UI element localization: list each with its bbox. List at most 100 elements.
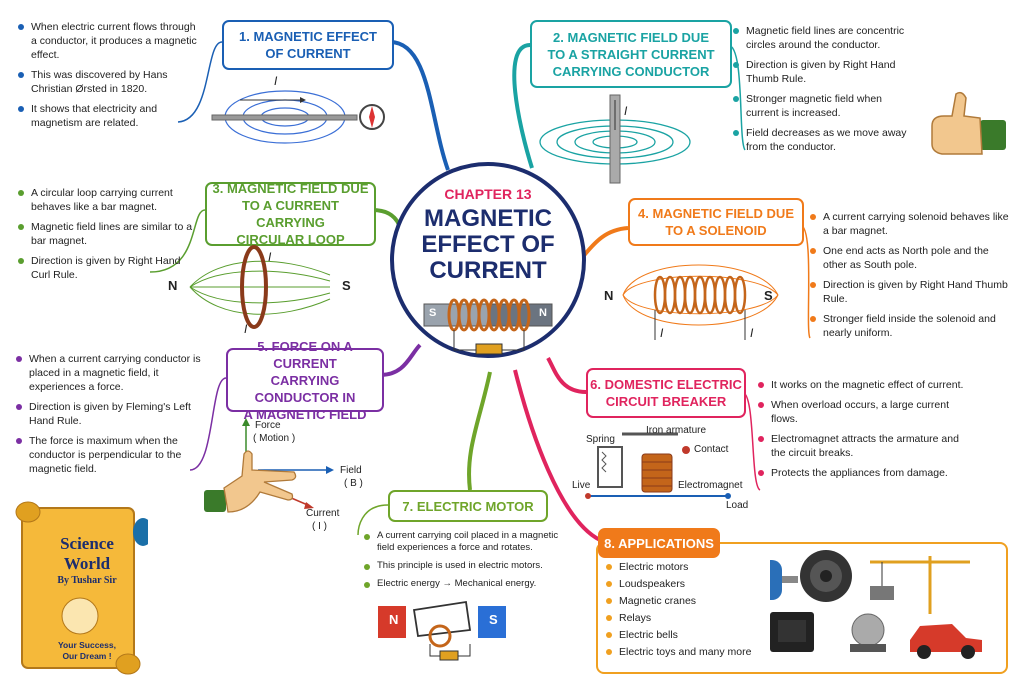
science-world-scroll bbox=[15, 501, 148, 675]
section4-point: One end acts as North pole and the other… bbox=[810, 244, 1010, 272]
section6-point: Protects the appliances from damage. bbox=[758, 466, 968, 480]
section2-points: Magnetic field lines are concentric circ… bbox=[733, 24, 908, 160]
center-pole-s: S bbox=[429, 307, 437, 319]
section4-title-l1: 4. MAGNETIC FIELD DUE bbox=[637, 206, 794, 221]
section1-point: This was discovered by Hans Christian Ør… bbox=[18, 68, 203, 96]
section8-point: Electric motors bbox=[606, 560, 776, 574]
section5-points: When a current carrying conductor is pla… bbox=[16, 352, 218, 482]
section7-point: A current carrying coil placed in a magn… bbox=[364, 530, 564, 554]
section4-point: Stronger field inside the solenoid and n… bbox=[810, 312, 1010, 340]
section3-title-l1: 3. MAGNETIC FIELD DUE bbox=[212, 181, 369, 196]
crane-magnet-icon bbox=[870, 586, 894, 600]
motor-diagram bbox=[378, 600, 506, 661]
section5-point: Direction is given by Fleming's Left Han… bbox=[16, 400, 218, 428]
section2-title-l2: TO A STRAIGHT CURRENT bbox=[547, 46, 715, 62]
section8-point: Relays bbox=[606, 611, 776, 625]
section3-point: A circular loop carrying current behaves… bbox=[18, 186, 198, 214]
center-pole-n: N bbox=[539, 307, 547, 319]
solenoid-diagram bbox=[622, 264, 779, 340]
section6-live: Live bbox=[572, 480, 591, 491]
section5-title-l1: 5. FORCE ON A CURRENT bbox=[257, 338, 353, 371]
scroll-motto-2: Our Dream ! bbox=[62, 651, 112, 661]
section3-point: Direction is given by Right Hand Curl Ru… bbox=[18, 254, 198, 282]
section6-contact: Contact bbox=[694, 444, 729, 455]
section5-current: Current bbox=[306, 508, 340, 519]
fleming-hand-diagram bbox=[204, 418, 334, 513]
motor-s: S bbox=[489, 612, 498, 627]
section5-current-sub: ( I ) bbox=[312, 521, 327, 532]
section8-point: Magnetic cranes bbox=[606, 594, 776, 608]
section4-point: A current carrying solenoid behaves like… bbox=[810, 210, 1010, 238]
straight-conductor-diagram bbox=[539, 94, 691, 184]
section3-title-l3: CIRCULAR LOOP bbox=[236, 232, 345, 247]
section4-n: N bbox=[604, 288, 614, 303]
section4-current-left: I bbox=[660, 326, 664, 340]
section1-title: 1. MAGNETIC EFFECT OF CURRENT bbox=[222, 20, 394, 70]
section5-force: Force bbox=[255, 420, 281, 431]
scroll-author: By Tushar Sir bbox=[57, 575, 117, 586]
scroll-motto-1: Your Success, bbox=[58, 640, 116, 650]
toy-car-icon bbox=[910, 624, 982, 659]
section6-load: Load bbox=[726, 500, 749, 511]
section3-n: N bbox=[168, 278, 178, 293]
section8-title-text: 8. APPLICATIONS bbox=[604, 535, 714, 551]
motor-icon bbox=[770, 560, 798, 600]
section6-spring: Spring bbox=[586, 434, 615, 445]
section4-title: 4. MAGNETIC FIELD DUE TO A SOLENOID bbox=[628, 198, 804, 246]
section6-title-l2: CIRCUIT BREAKER bbox=[605, 394, 727, 409]
chapter-label: CHAPTER 13 bbox=[444, 186, 532, 202]
section6-points: It works on the magnetic effect of curre… bbox=[758, 378, 968, 486]
section3-title-l2: TO A CURRENT CARRYING bbox=[241, 198, 340, 230]
section1-points: When electric current flows through a co… bbox=[18, 20, 203, 136]
section3-point: Magnetic field lines are similar to a ba… bbox=[18, 220, 198, 248]
section1-title-l2: OF CURRENT bbox=[265, 46, 351, 61]
section1-title-l1: 1. MAGNETIC EFFECT bbox=[239, 29, 377, 44]
section8-points: Electric motors Loudspeakers Magnetic cr… bbox=[606, 560, 776, 662]
section3-s: S bbox=[342, 278, 351, 293]
section6-title: 6. DOMESTIC ELECTRIC CIRCUIT BREAKER bbox=[586, 368, 746, 418]
section8-point: Loudspeakers bbox=[606, 577, 776, 591]
scroll-title-1: Science bbox=[60, 534, 114, 553]
section1-point: It shows that electricity and magnetism … bbox=[18, 102, 203, 130]
section5-title-l3: A MAGNETIC FIELD bbox=[243, 406, 367, 422]
section3-current-bottom: I bbox=[244, 322, 248, 336]
section2-point: Direction is given by Right Hand Thumb R… bbox=[733, 58, 908, 86]
section5-title-l2: CARRYING CONDUCTOR IN bbox=[254, 372, 356, 405]
motor-n: N bbox=[389, 612, 399, 627]
section2-point: Stronger magnetic field when current is … bbox=[733, 92, 908, 120]
section7-point: This principle is used in electric motor… bbox=[364, 560, 564, 572]
section2-title-l1: 2. MAGNETIC FIELD DUE bbox=[552, 29, 709, 45]
section7-points: A current carrying coil placed in a magn… bbox=[364, 530, 564, 596]
crane-icon bbox=[870, 556, 970, 614]
section3-points: A circular loop carrying current behaves… bbox=[18, 186, 198, 288]
section4-point: Direction is given by Right Hand Thumb R… bbox=[810, 278, 1010, 306]
section5-field-sub: ( B ) bbox=[344, 478, 363, 489]
section6-electromagnet: Electromagnet bbox=[678, 480, 743, 491]
center-title-2: EFFECT OF bbox=[421, 231, 555, 258]
section2-current-label: I bbox=[624, 104, 628, 118]
relay-icon bbox=[770, 612, 814, 652]
loudspeaker-icon bbox=[800, 550, 852, 602]
section4-s: S bbox=[764, 288, 773, 303]
section4-title-l2: TO A SOLENOID bbox=[665, 223, 767, 238]
section5-field: Field bbox=[340, 465, 362, 476]
section7-title-text: 7. ELECTRIC MOTOR bbox=[402, 498, 534, 514]
section7-title: 7. ELECTRIC MOTOR bbox=[388, 490, 548, 522]
section6-armature: Iron armature bbox=[646, 425, 707, 436]
section1-current-label: I bbox=[274, 74, 278, 88]
section1-point: When electric current flows through a co… bbox=[18, 20, 203, 62]
section6-point: Electromagnet attracts the armature and … bbox=[758, 432, 968, 460]
peacock-feather-icon bbox=[138, 526, 148, 543]
thumbs-up-icon bbox=[931, 91, 1006, 155]
section2-point: Field decreases as we move away from the… bbox=[733, 126, 908, 154]
center-circle bbox=[390, 162, 586, 358]
section5-point: When a current carrying conductor is pla… bbox=[16, 352, 218, 394]
center-title-3: CURRENT bbox=[429, 257, 547, 284]
section5-title: 5. FORCE ON A CURRENT CARRYING CONDUCTOR… bbox=[226, 339, 384, 422]
circular-loop-diagram bbox=[189, 245, 331, 329]
circuit-breaker-diagram bbox=[585, 432, 731, 499]
section6-point: When overload occurs, a large current fl… bbox=[758, 398, 968, 426]
section6-point: It works on the magnetic effect of curre… bbox=[758, 378, 968, 392]
